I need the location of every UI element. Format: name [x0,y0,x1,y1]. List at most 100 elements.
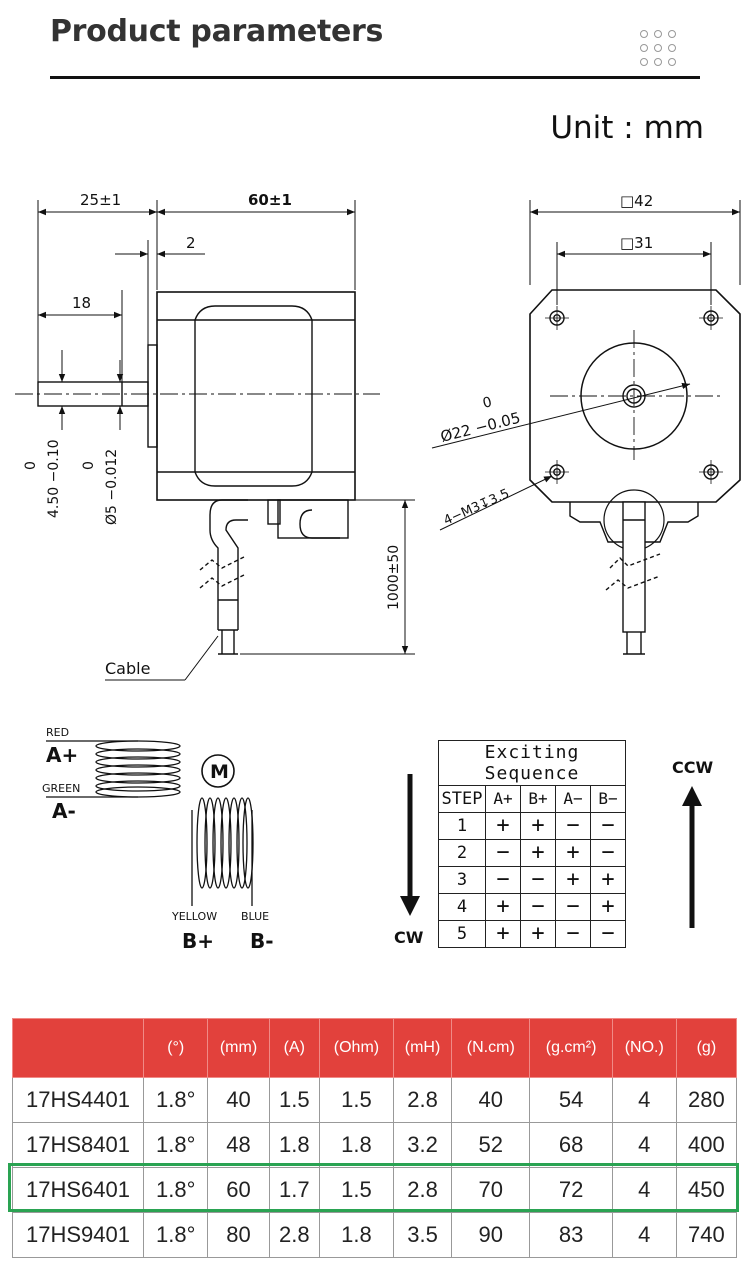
spec-cell: 1.8° [142,1122,209,1168]
spec-cell: 2.8 [268,1212,320,1258]
spec-cell: 4 [611,1077,677,1123]
sequence-cell: + [485,920,521,948]
sequence-cell: − [520,866,556,894]
spec-row: 17HS4401 1.8° 40 1.5 1.5 2.8 40 54 4 280 [12,1077,738,1123]
spec-header: (g.cm²) [529,1018,613,1078]
dim-5-text: Ø5 −0.012 [104,449,120,525]
sequence-row: 5 + + − − [438,920,626,948]
spec-header: (g) [675,1018,738,1078]
spec-cell: 280 [675,1077,738,1123]
spec-cell: 80 [207,1212,270,1258]
sequence-row: 1 + + − − [438,812,626,840]
dim-450-tol-top: 0 [23,461,39,470]
sequence-header: A− [555,785,591,813]
wire-yellow-label: YELLOW [171,910,217,923]
sequence-cell: − [485,839,521,867]
sequence-cell: 4 [438,893,486,921]
dim-22-tol-top: 0 [481,394,494,412]
b-plus-label: B+ [182,929,214,953]
unit-label: Unit : mm [550,110,704,146]
spec-cell: 1.5 [318,1077,394,1123]
spec-row-highlighted: 17HS6401 1.8° 60 1.7 1.5 2.8 70 72 4 450 [12,1167,738,1213]
a-plus-label: A+ [46,743,78,767]
spec-cell: 2.8 [392,1077,453,1123]
dim-22-text: Ø22 −0.05 [439,409,523,446]
sequence-cell: + [485,812,521,840]
spec-header-row: (°) (mm) (A) (Ohm) (mH) (N.cm) (g.cm²) (… [12,1018,738,1078]
sequence-cell: + [555,839,591,867]
sequence-row: 3 − − + + [438,866,626,894]
spec-cell: 52 [451,1122,531,1168]
spec-cell: 48 [207,1122,270,1168]
spec-cell: 740 [675,1212,738,1258]
sequence-cell: 1 [438,812,486,840]
spec-cell: 2.8 [392,1167,453,1213]
b-minus-label: B- [250,929,274,953]
highlight-frame [8,1163,739,1212]
spec-header: (mm) [207,1018,270,1078]
sequence-cell: − [590,812,626,840]
motor-symbol-label: M [210,761,229,783]
spec-cell: 72 [529,1167,613,1213]
spec-cell: 1.8° [142,1212,209,1258]
sequence-header-row: STEP A+ B+ A− B− [438,785,626,813]
spec-table: (°) (mm) (A) (Ohm) (mH) (N.cm) (g.cm²) (… [12,1018,738,1258]
sequence-cell: − [555,812,591,840]
dim-31-text: □31 [620,234,653,252]
spec-cell: 3.5 [392,1212,453,1258]
spec-row: 17HS8401 1.8° 48 1.8 1.8 3.2 52 68 4 400 [12,1122,738,1168]
dim-5-tol-top: 0 [81,461,97,470]
sequence-cell: − [485,866,521,894]
dim-1000-text: 1000±50 [386,545,402,610]
sequence-cell: 5 [438,920,486,948]
spec-cell: 54 [529,1077,613,1123]
page-header: Product parameters [0,0,750,90]
grid-dots-icon[interactable] [640,30,678,68]
spec-cell: 1.8 [318,1212,394,1258]
spec-cell: 1.8 [268,1122,320,1168]
sequence-cell: 3 [438,866,486,894]
spec-header: (°) [142,1018,209,1078]
spec-cell: 1.8° [142,1077,209,1123]
sequence-cell: + [485,893,521,921]
model-cell: 17HS4401 [12,1077,144,1123]
spec-header: (Ohm) [318,1018,394,1078]
sequence-cell: + [555,866,591,894]
spec-cell: 90 [451,1212,531,1258]
spec-cell: 1.8° [142,1167,209,1213]
spec-header: (A) [268,1018,320,1078]
sequence-header: A+ [485,785,521,813]
spec-cell: 70 [451,1167,531,1213]
sequence-cell: − [590,839,626,867]
spec-cell: 40 [451,1077,531,1123]
sequence-cell: − [555,893,591,921]
ccw-arrow-icon [682,786,702,928]
spec-header: (N.cm) [451,1018,531,1078]
sequence-cell: − [555,920,591,948]
sequence-cell: 2 [438,839,486,867]
page-title: Product parameters [50,14,384,49]
spec-cell: 1.8 [318,1122,394,1168]
sequence-cell: − [590,920,626,948]
dimension-drawing: 25±1 60±1 2 18 0 4.50 −0.10 0 Ø5 −0.012 … [15,191,741,681]
ccw-label: CCW [672,758,714,777]
spec-cell: 4 [611,1167,677,1213]
cable-label: Cable [105,659,150,678]
spec-cell: 1.7 [268,1167,320,1213]
cw-label: CW [394,928,424,947]
model-cell: 17HS9401 [12,1212,144,1258]
sequence-cell: + [520,920,556,948]
dim-25-text: 25±1 [80,191,121,209]
model-cell: 17HS6401 [12,1167,144,1213]
sequence-row: 2 − + + − [438,839,626,867]
wire-green-label: GREEN [42,782,80,795]
spec-cell: 4 [611,1122,677,1168]
cw-arrow-icon [400,774,420,916]
dim-m3-text: 4−M3↧3.5 [442,486,512,528]
spec-header: (NO.) [611,1018,677,1078]
spec-cell: 3.2 [392,1122,453,1168]
spec-cell: 83 [529,1212,613,1258]
spec-header: (mH) [392,1018,453,1078]
spec-header [12,1018,144,1078]
sequence-header: B+ [520,785,556,813]
